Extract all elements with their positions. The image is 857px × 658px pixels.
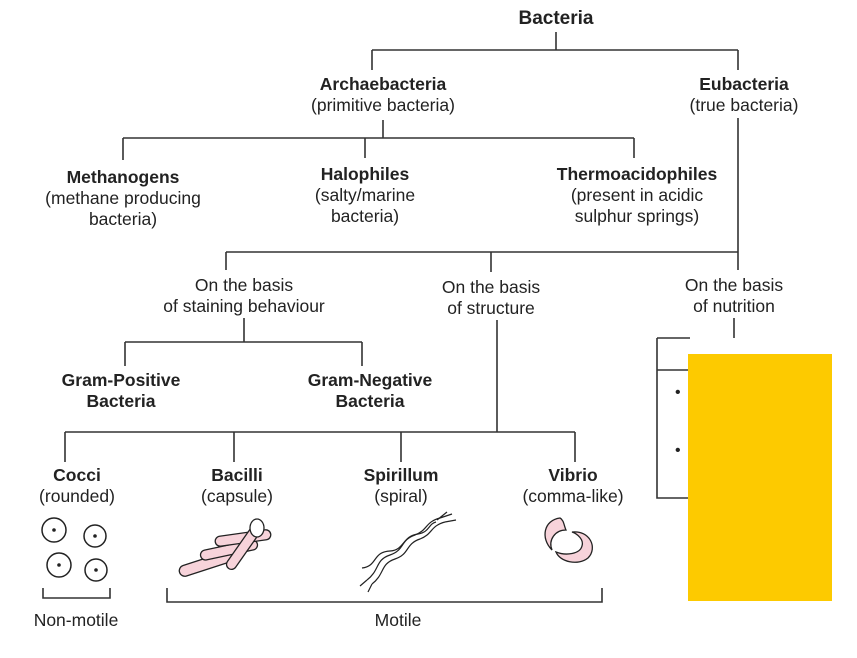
node-title: Gram-Positive: [61, 370, 181, 390]
node-spirillum: Spirillum (spiral): [364, 465, 439, 507]
node-subtitle: (methane producing: [45, 188, 201, 208]
bracket-non-motile: [42, 588, 111, 599]
node-title: Methanogens: [66, 167, 180, 187]
node-title: Eubacteria: [699, 74, 789, 94]
node-subtitle: bacteria): [330, 206, 400, 226]
node-basis-staining: On the basis of staining behaviour: [163, 275, 325, 317]
node-archaebacteria: Archaebacteria (primitive bacteria): [311, 74, 455, 116]
node-line: of structure: [447, 298, 535, 318]
node-title: Bacteria: [335, 391, 405, 411]
connector-nutrition: [656, 318, 735, 499]
node-subtitle: bacteria): [88, 209, 158, 229]
node-title: Bacilli: [211, 465, 263, 485]
label-non-motile: Non-motile: [33, 610, 119, 630]
node-basis-nutrition: On the basis of nutrition: [685, 275, 783, 317]
bullet-marker: •: [675, 384, 681, 401]
connector-root: [371, 32, 739, 70]
node-subtitle: (capsule): [201, 486, 273, 506]
spirillum-cell: [361, 521, 437, 569]
bacillus-capsule: [249, 518, 265, 538]
vibrio-cell: [554, 531, 593, 563]
node-line: On the basis: [441, 277, 541, 297]
vibrio-drawing: [544, 517, 593, 563]
node-cocci: Cocci (rounded): [39, 465, 115, 507]
redaction-box: [688, 354, 832, 601]
node-title: Vibrio: [548, 465, 598, 485]
node-subtitle: (salty/marine: [314, 185, 416, 205]
node-subtitle: sulphur springs): [574, 206, 700, 226]
coccus-nucleus: [93, 534, 97, 538]
bracket-motile: [166, 588, 603, 603]
node-line: On the basis: [684, 275, 784, 295]
node-halophiles: Halophiles (salty/marine bacteria): [315, 164, 415, 227]
node-methanogens: Methanogens (methane producing bacteria): [45, 167, 201, 230]
node-eubacteria: Eubacteria (true bacteria): [690, 74, 799, 116]
node-vibrio: Vibrio (comma-like): [522, 465, 623, 507]
node-gram-negative: Gram-Negative Bacteria: [308, 370, 433, 412]
node-line: of nutrition: [693, 296, 775, 316]
node-subtitle: (comma-like): [522, 486, 624, 506]
label-motile: Motile: [374, 610, 422, 630]
node-subtitle: (present in acidic: [570, 185, 704, 205]
spirillum-cell: [371, 521, 446, 585]
node-bacilli: Bacilli (capsule): [201, 465, 273, 507]
node-subtitle: (true bacteria): [689, 95, 799, 115]
coccus-nucleus: [57, 563, 61, 567]
node-title: Spirillum: [363, 465, 439, 485]
node-title: Bacteria: [86, 391, 156, 411]
node-thermoacidophiles: Thermoacidophiles (present in acidic sul…: [557, 164, 717, 227]
node-subtitle: (primitive bacteria): [311, 95, 455, 115]
node-title: Thermoacidophiles: [556, 164, 718, 184]
node-gram-positive: Gram-Positive Bacteria: [62, 370, 181, 412]
coccus-nucleus: [52, 528, 56, 532]
node-line: of staining behaviour: [163, 296, 325, 316]
connector-archae: [122, 120, 635, 160]
node-title: Gram-Negative: [307, 370, 433, 390]
node-title: Halophiles: [320, 164, 410, 184]
coccus-nucleus: [94, 568, 98, 572]
node-title: Archaebacteria: [319, 74, 447, 94]
node-subtitle: (rounded): [39, 486, 115, 506]
vibrio-cell: [544, 517, 568, 551]
node-title: Cocci: [53, 465, 101, 485]
bullet-marker: •: [675, 442, 681, 459]
root-title: Bacteria: [518, 8, 594, 29]
spirillum-drawing: [359, 511, 457, 593]
node-basis-structure: On the basis of structure: [442, 277, 540, 319]
connector-structure: [64, 320, 576, 462]
connector-staining: [124, 318, 363, 366]
spirillum-flagella: [359, 511, 457, 593]
connector-eu: [225, 118, 739, 272]
node-subtitle: (spiral): [374, 486, 428, 506]
node-line: On the basis: [194, 275, 294, 295]
bacilli-drawing: [178, 518, 272, 577]
